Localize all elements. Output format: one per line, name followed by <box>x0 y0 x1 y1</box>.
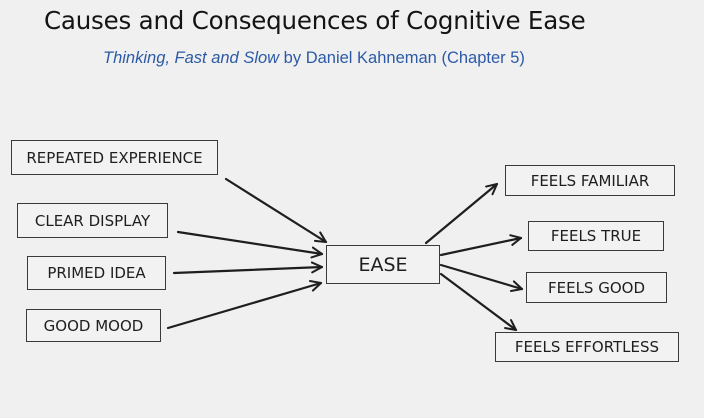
node-label: FEELS EFFORTLESS <box>514 338 660 356</box>
cause-node-good-mood: GOOD MOOD <box>26 309 161 342</box>
node-label: FEELS FAMILIAR <box>530 171 650 190</box>
arrow-repeated-experience-to-ease <box>224 177 328 244</box>
consequence-node-feels-familiar: FEELS FAMILIAR <box>505 165 675 196</box>
diagram-subtitle: Thinking, Fast and Slow by Daniel Kahnem… <box>103 49 525 68</box>
node-label: PRIMED IDEA <box>47 264 146 282</box>
arrow-ease-to-feels-true <box>439 234 523 257</box>
arrow-good-mood-to-ease <box>166 280 323 330</box>
consequence-node-feels-true: FEELS TRUE <box>528 221 664 251</box>
book-title: Thinking, Fast and Slow <box>103 49 280 67</box>
arrow-ease-to-feels-familiar <box>424 182 499 245</box>
center-node-ease: EASE <box>326 245 440 284</box>
node-label: GOOD MOOD <box>43 316 144 335</box>
node-label: CLEAR DISPLAY <box>34 211 151 230</box>
arrow-ease-to-feels-good <box>439 263 524 292</box>
diagram-title: Causes and Consequences of Cognitive Eas… <box>44 6 586 35</box>
arrow-ease-to-feels-effortless <box>439 272 518 332</box>
cause-node-primed-idea: PRIMED IDEA <box>27 256 166 290</box>
cause-node-repeated-experience: REPEATED EXPERIENCE <box>11 140 218 175</box>
node-label: FEELS GOOD <box>547 278 646 297</box>
arrow-clear-display-to-ease <box>176 230 324 259</box>
cause-node-clear-display: CLEAR DISPLAY <box>17 203 168 238</box>
author-chapter: by Daniel Kahneman (Chapter 5) <box>279 49 525 67</box>
node-label: FEELS TRUE <box>550 227 642 245</box>
arrow-primed-idea-to-ease <box>172 261 324 275</box>
node-label: EASE <box>358 253 408 276</box>
consequence-node-feels-effortless: FEELS EFFORTLESS <box>495 332 679 362</box>
consequence-node-feels-good: FEELS GOOD <box>526 272 667 303</box>
node-label: REPEATED EXPERIENCE <box>26 148 203 167</box>
